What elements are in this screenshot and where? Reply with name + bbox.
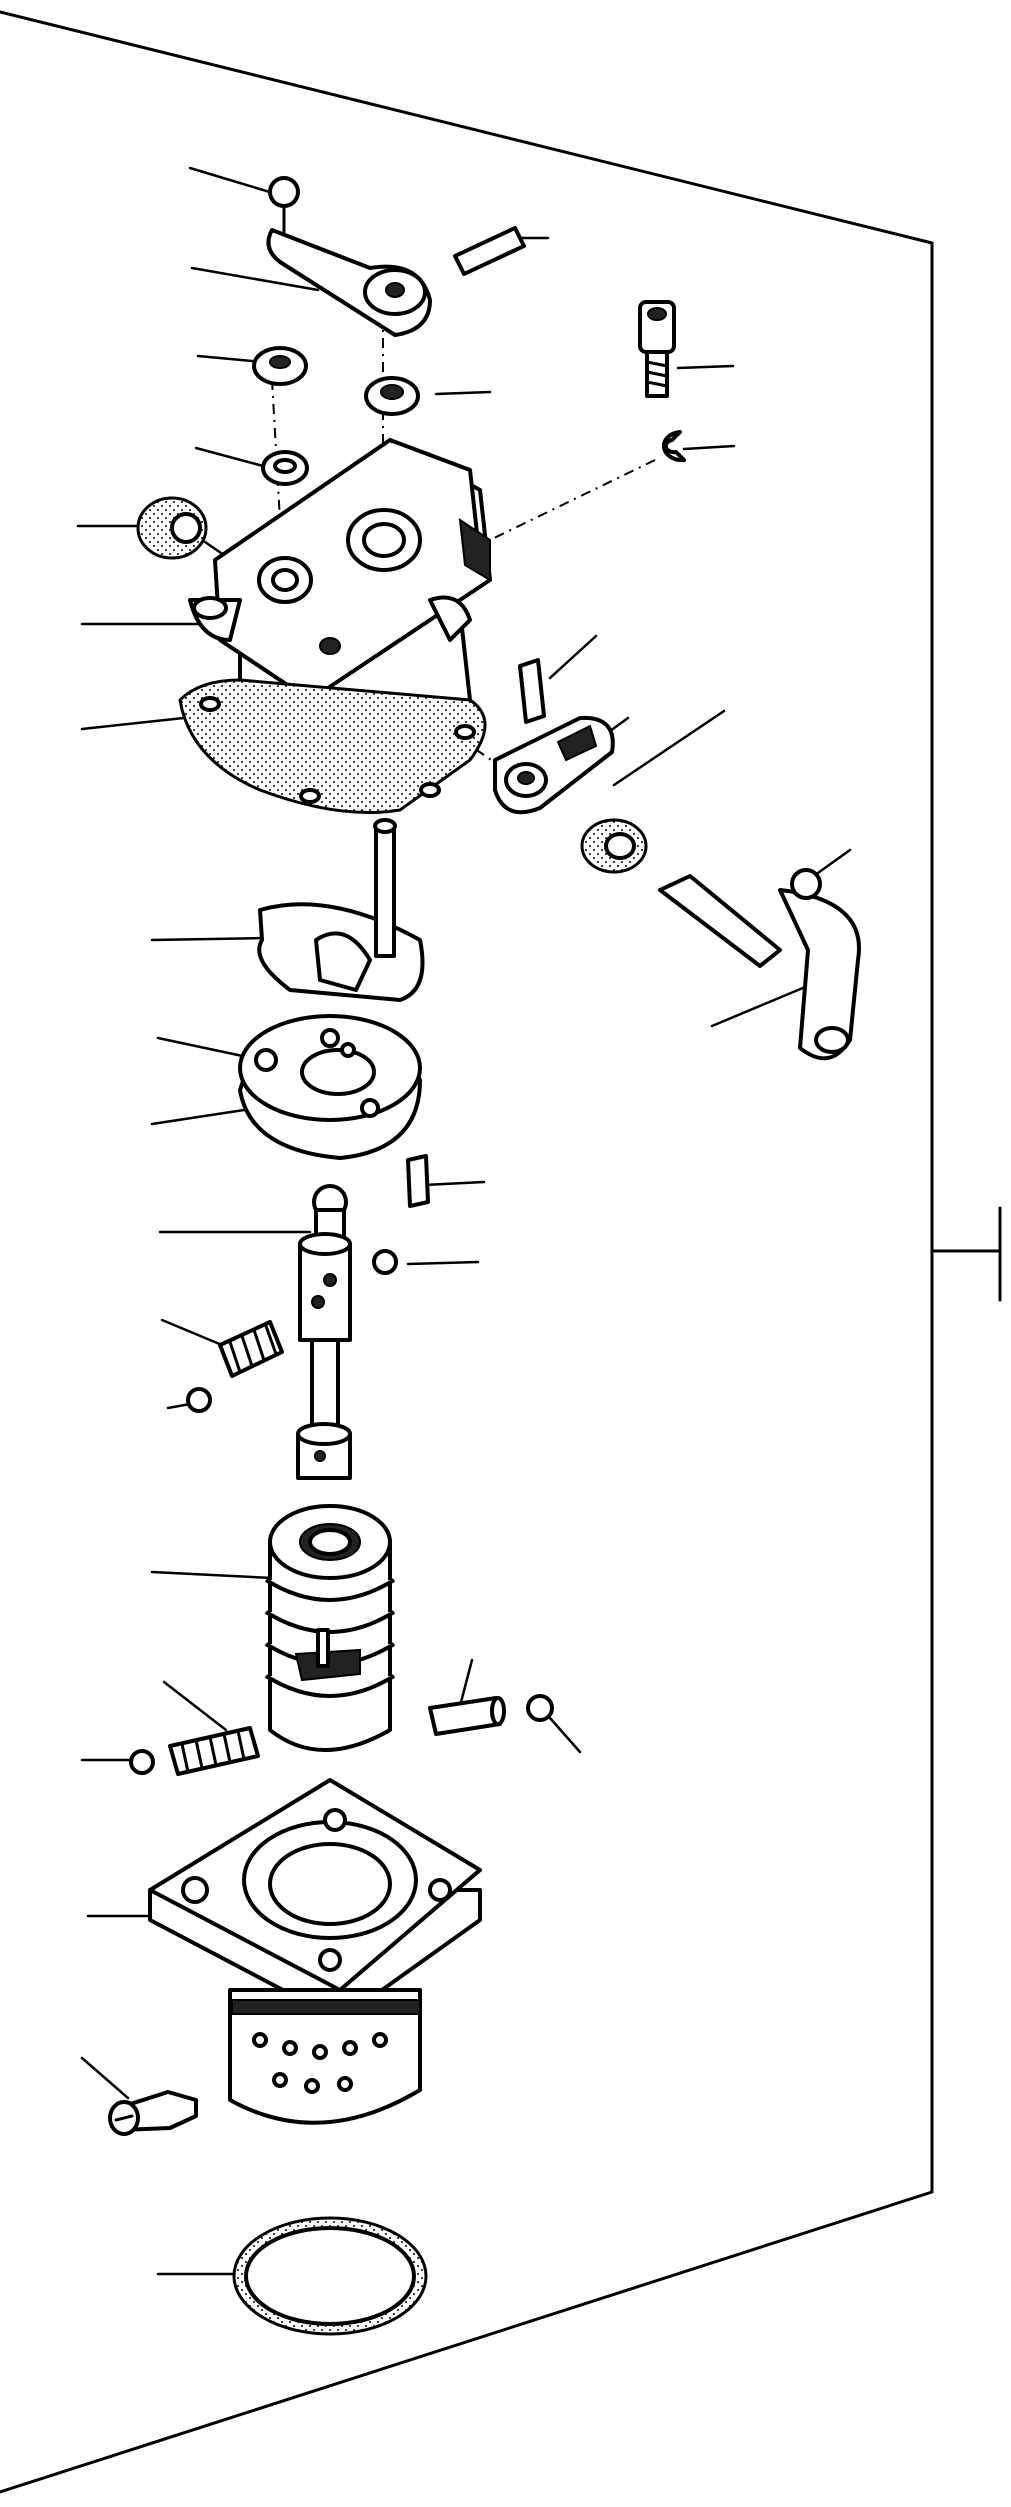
leader-7: [194, 446, 265, 468]
sleeve: [264, 1504, 396, 1752]
leader-2: [190, 266, 320, 292]
lower-ball: [526, 1694, 554, 1722]
c-clip: [661, 430, 686, 463]
right-lever: [658, 868, 861, 1061]
leader-4: [196, 354, 254, 363]
leader-29: [548, 1716, 582, 1754]
leader-20: [150, 1108, 246, 1126]
leader-5: [434, 390, 492, 396]
callout-leaders: [76, 166, 852, 2276]
yoke: [493, 715, 615, 815]
top-lever: [266, 176, 432, 337]
leader-27: [162, 1680, 228, 1732]
leader-18: [150, 936, 272, 942]
upper-gasket: [178, 678, 487, 814]
leader-26: [150, 1570, 274, 1580]
ball-left: [186, 1387, 212, 1413]
leader-12: [80, 714, 204, 731]
bushing-right: [580, 818, 648, 874]
ball-right: [372, 1249, 398, 1275]
leader-6: [676, 364, 735, 370]
right-pin: [518, 658, 546, 724]
leader-19: [156, 1036, 254, 1060]
leader-13: [548, 634, 598, 680]
pin-top: [453, 226, 526, 276]
leader-17: [710, 983, 812, 1028]
lower-ball-left: [129, 1749, 155, 1775]
leader-28: [458, 1658, 474, 1708]
cam-plate: [257, 818, 425, 1002]
leader-15: [612, 709, 726, 787]
leader-1: [188, 166, 285, 198]
lower-pin: [428, 1696, 506, 1736]
leader-25: [166, 1402, 192, 1410]
plunger: [296, 1184, 352, 1480]
disk: [238, 1014, 422, 1160]
leader-23: [406, 1260, 480, 1266]
socket-screw: [638, 300, 676, 398]
slotted-screw: [108, 2090, 198, 2136]
leader-21: [422, 1180, 486, 1187]
felt-ring: [136, 496, 208, 560]
small-pin-2: [406, 1154, 430, 1208]
leader-8: [682, 444, 736, 451]
o-ring: [232, 2216, 428, 2336]
frame-panel: [0, 10, 1002, 2494]
lower-housing: [148, 1778, 482, 2125]
leader-32: [80, 2056, 130, 2100]
spring-small: [218, 1320, 284, 1378]
upper-washers: [252, 346, 420, 486]
lower-spring: [168, 1726, 260, 1776]
